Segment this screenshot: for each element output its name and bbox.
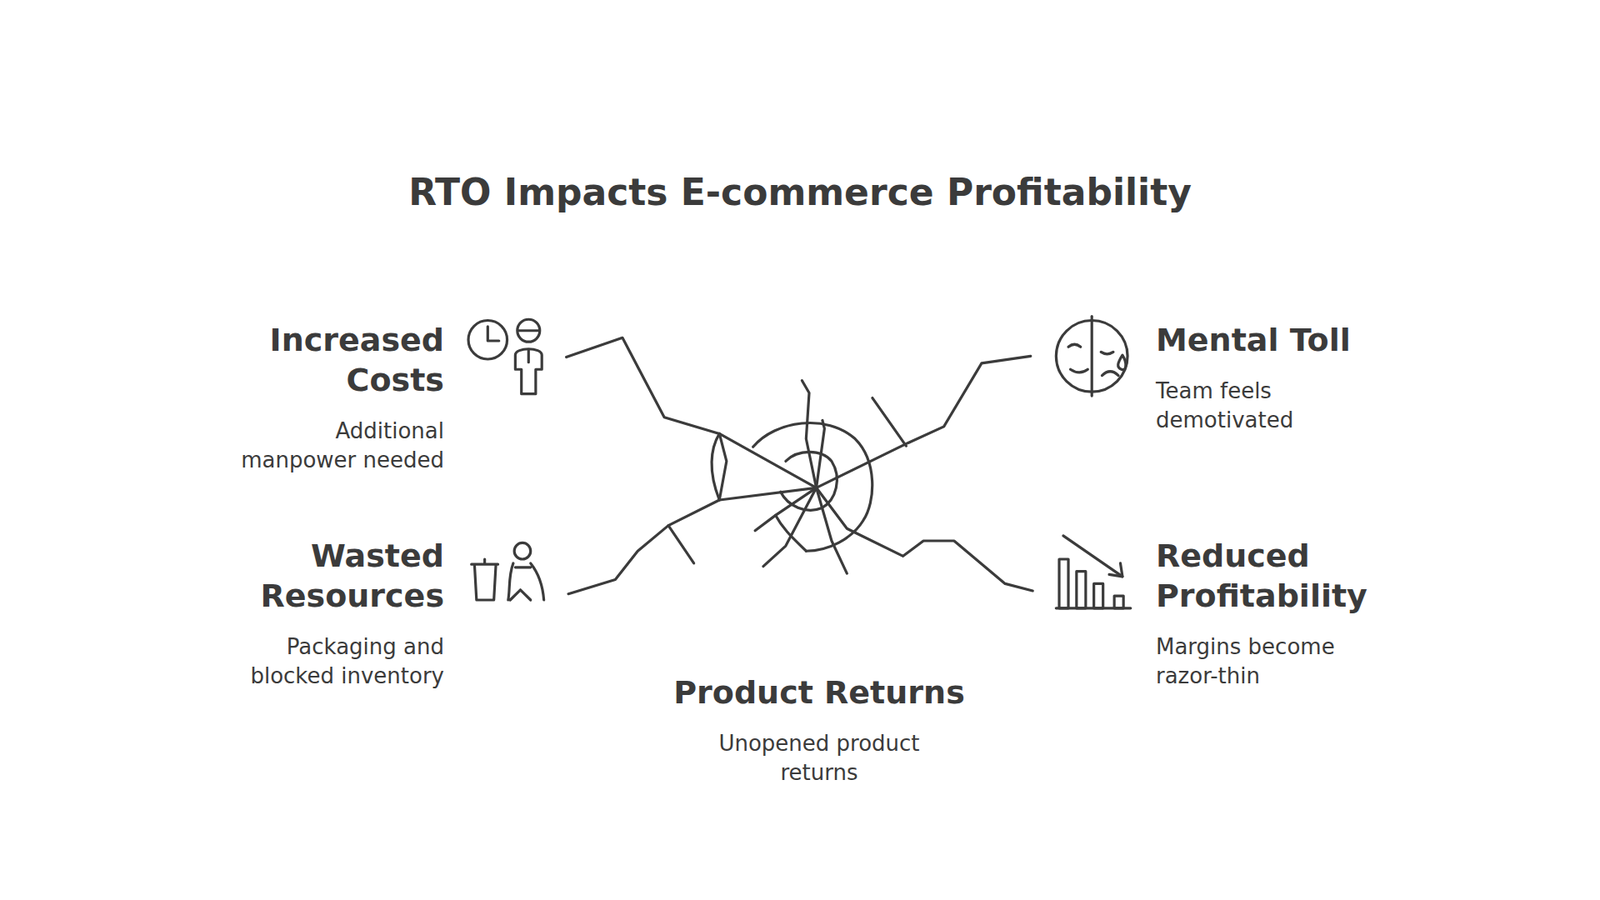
crack-shard <box>719 433 727 500</box>
node-description: Team feels demotivated <box>1155 376 1398 435</box>
node-description: Additional manpower needed <box>215 416 445 475</box>
crack-ring <box>780 451 838 510</box>
crack-line <box>816 355 1031 488</box>
node-heading: Wasted Resources <box>206 535 445 616</box>
crack-shard <box>775 515 807 551</box>
crack-shard <box>711 433 720 500</box>
node-heading: Mental Toll <box>1155 320 1440 360</box>
crack-line <box>566 337 817 488</box>
crack-line <box>568 487 817 594</box>
node-heading: Product Returns <box>635 672 1003 713</box>
node-heading: Increased Costs <box>206 320 445 400</box>
text-node: Increased CostsAdditional manpower neede… <box>206 320 445 475</box>
diagram-title: RTO Impacts E-commerce Profitability <box>0 169 1600 216</box>
crack-line <box>668 525 695 564</box>
declining-chart-icon <box>1055 535 1130 609</box>
crack-line <box>763 487 817 566</box>
text-node: Mental TollTeam feels demotivated <box>1155 320 1440 435</box>
node-description: Packaging and blocked inventory <box>215 632 445 691</box>
crack-ring <box>753 423 873 552</box>
node-heading: Reduced Profitability <box>1155 535 1440 616</box>
text-node: Reduced ProfitabilityMargins become razo… <box>1155 535 1440 691</box>
clock-person-icon <box>468 319 542 394</box>
node-description: Margins become razor-thin <box>1155 632 1398 691</box>
text-node: Product ReturnsUnopened product returns <box>635 672 1003 788</box>
sad-face-icon <box>1055 316 1128 397</box>
crack-line <box>816 487 1034 591</box>
text-node: Wasted ResourcesPackaging and blocked in… <box>206 535 445 691</box>
crack-line <box>801 380 816 489</box>
node-description: Unopened product returns <box>710 729 928 788</box>
crack-line <box>872 398 906 447</box>
bin-person-icon <box>471 542 545 600</box>
